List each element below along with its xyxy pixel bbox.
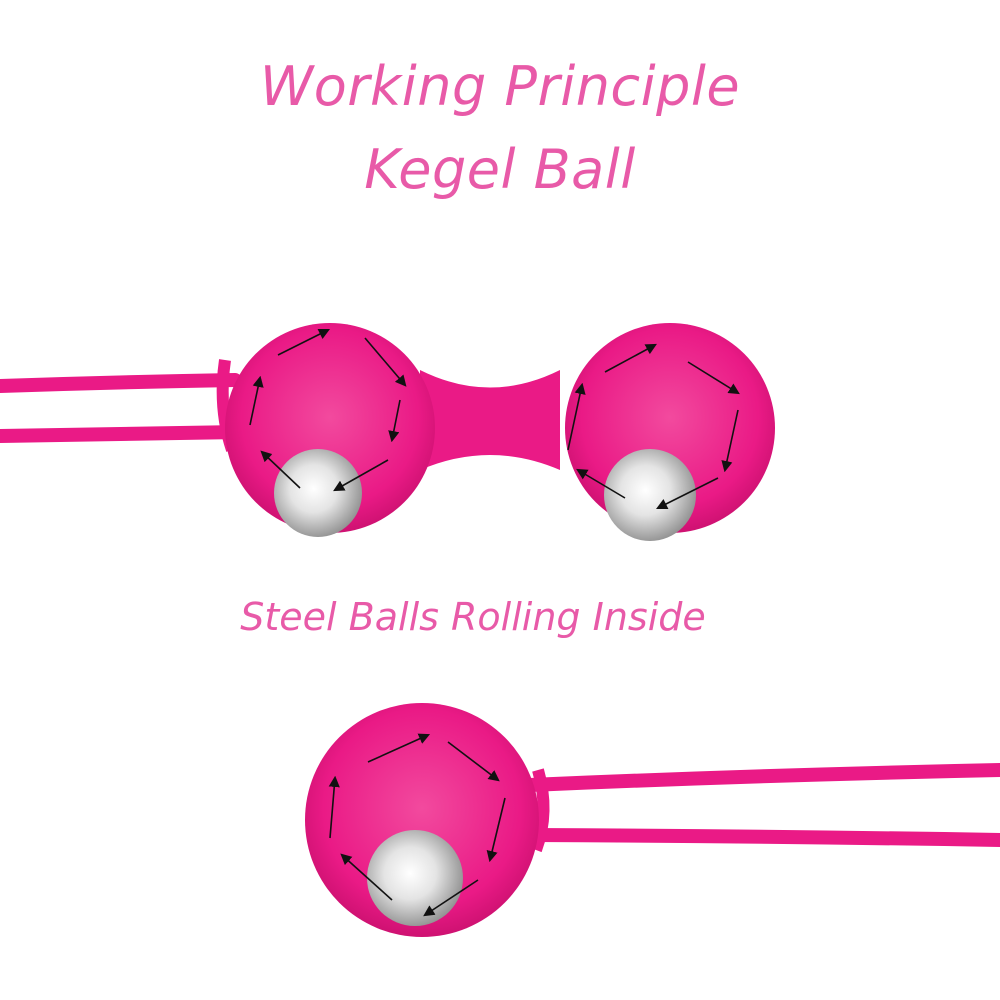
rotation-arrow-icon (567, 343, 740, 510)
rotation-arrow-icon (249, 328, 407, 492)
single-kegel-ball-icon (305, 703, 1000, 937)
bottom-string-loop (530, 768, 550, 853)
double-kegel-ball-icon (0, 323, 775, 541)
bottom-ball (305, 703, 539, 937)
bottom-string-upper (523, 763, 1000, 792)
steel-ball-icon (274, 449, 362, 537)
bottom-string-lower (523, 828, 1000, 847)
top-neck (420, 370, 560, 470)
page-title-line-1: Working Principle (259, 55, 741, 118)
steel-ball-icon (604, 449, 696, 541)
page-title-line-2: Kegel Ball (364, 138, 636, 201)
top-string-lower (0, 425, 247, 443)
top-string-upper (0, 373, 242, 393)
caption-steel-balls: Steel Balls Rolling Inside (240, 595, 706, 639)
rotation-arrow-icon (328, 733, 506, 917)
steel-ball-icon (367, 830, 463, 926)
